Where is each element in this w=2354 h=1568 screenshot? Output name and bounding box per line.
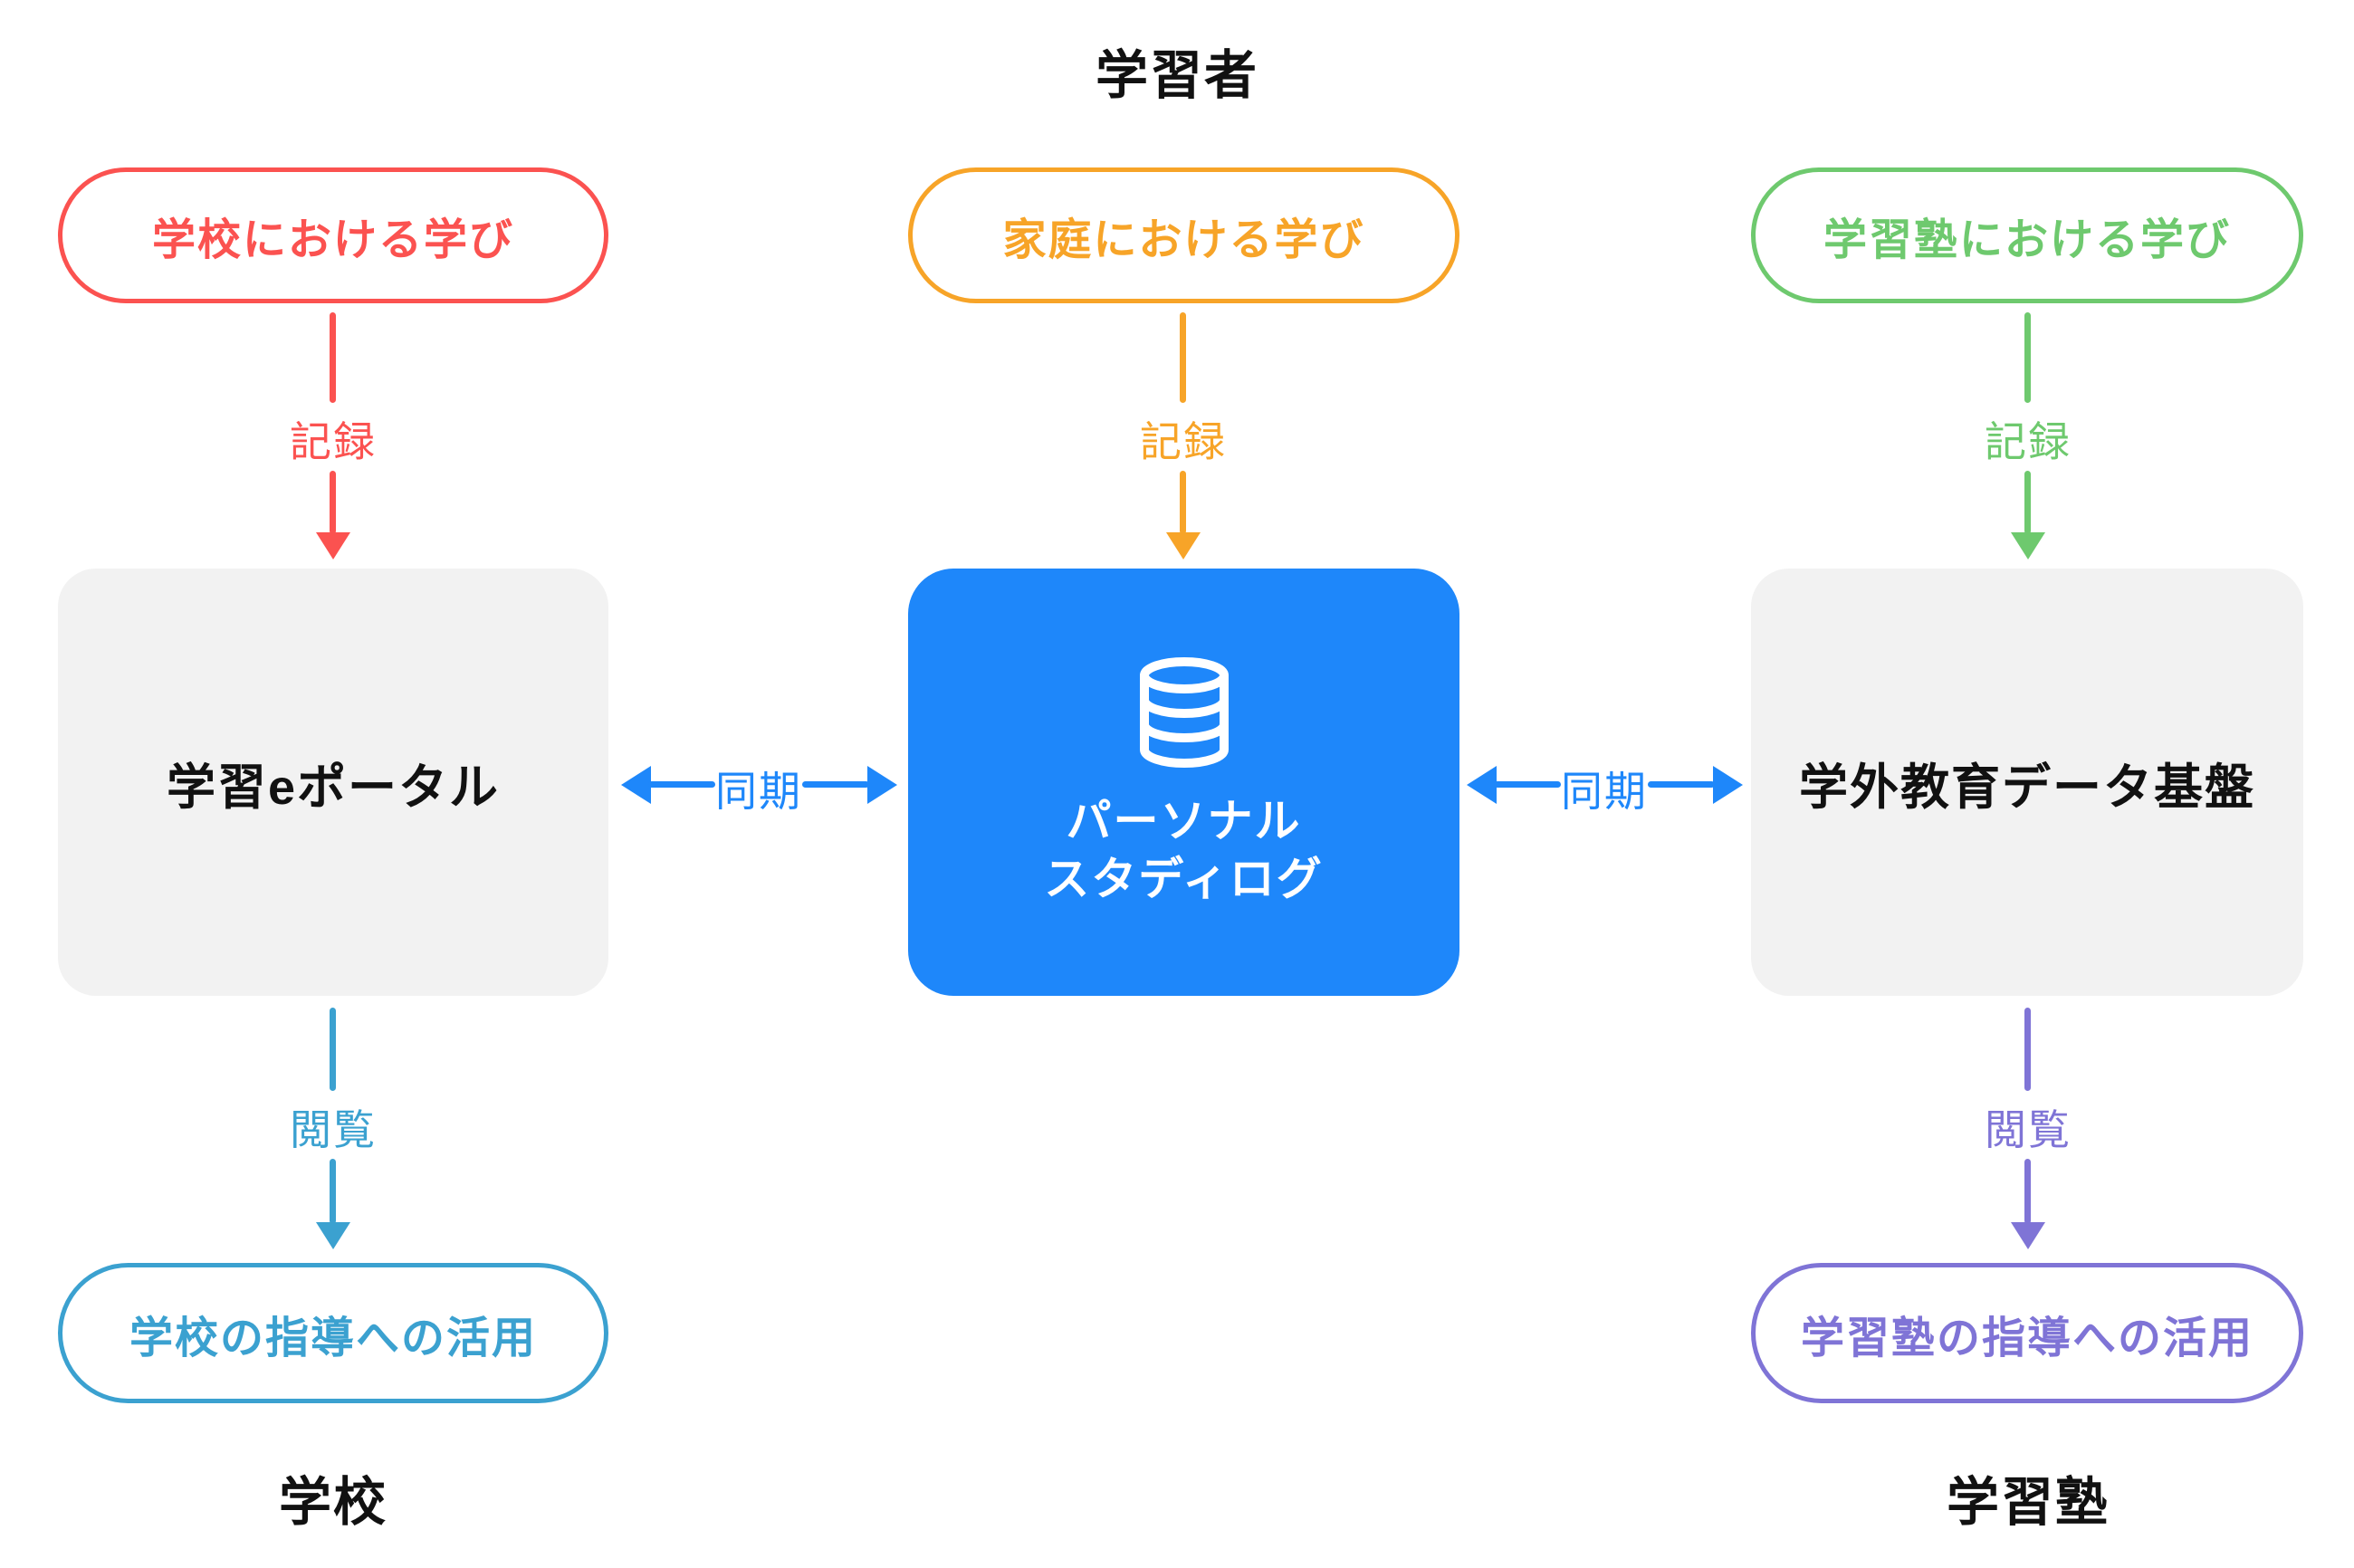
- pill-home-learning-label: 家庭における学び: [1002, 216, 1365, 264]
- record-arrow-home-arrowhead-icon: [1166, 532, 1201, 559]
- sync-right-label: 同期: [1561, 768, 1648, 815]
- record-arrow-juku-line-top: [2024, 312, 2031, 403]
- record-arrow-home-label: 記録: [1140, 418, 1227, 465]
- record-arrow-home-line-top: [1180, 312, 1186, 403]
- sync-left-label: 同期: [715, 768, 802, 815]
- record-arrow-juku-line-bottom: [2024, 471, 2031, 534]
- box-external-edu-platform: 学外教育データ基盤: [1751, 569, 2303, 996]
- record-arrow-juku-label: 記録: [1985, 418, 2072, 465]
- sync-right-line-right: [1648, 781, 1715, 788]
- learner-label: 学習者: [1095, 46, 1258, 105]
- record-arrow-school-arrowhead-icon: [316, 532, 350, 559]
- record-arrow-home-line-bottom: [1180, 471, 1186, 534]
- sync-left-arrowhead-left-icon: [621, 766, 651, 804]
- pill-school-learning: 学校における学び: [58, 167, 608, 303]
- juku-label: 学習塾: [1946, 1473, 2110, 1532]
- box-external-edu-platform-label: 学外教育データ基盤: [1799, 760, 2255, 815]
- sync-right-arrowhead-left-icon: [1467, 766, 1497, 804]
- pill-juku-use-label: 学習塾の指導への活用: [1800, 1314, 2254, 1362]
- record-arrow-juku-arrowhead-icon: [2011, 532, 2045, 559]
- pill-juku-learning: 学習塾における学び: [1751, 167, 2303, 303]
- pill-juku-learning-label: 学習塾における学び: [1823, 216, 2231, 264]
- sync-left-arrowhead-right-icon: [867, 766, 897, 804]
- view-arrow-school-line-top: [330, 1008, 336, 1091]
- record-arrow-school-line-bottom: [330, 471, 336, 534]
- view-arrow-school-line-bottom: [330, 1159, 336, 1224]
- box-personal-study-log-line2: スタディログ: [1044, 854, 1324, 904]
- record-arrow-school-label: 記録: [290, 418, 377, 465]
- pill-home-learning: 家庭における学び: [908, 167, 1459, 303]
- box-learning-eportal: 学習eポータル: [58, 569, 608, 996]
- pill-school-use-label: 学校の指導への活用: [129, 1314, 537, 1362]
- view-arrow-juku-arrowhead-icon: [2011, 1222, 2045, 1249]
- record-arrow-school-line-top: [330, 312, 336, 403]
- pill-juku-use: 学習塾の指導への活用: [1751, 1263, 2303, 1403]
- box-personal-study-log-label: パーソナル スタディログ: [1044, 792, 1324, 908]
- box-personal-study-log: パーソナル スタディログ: [908, 569, 1459, 996]
- sync-left-line-left: [648, 781, 715, 788]
- view-arrow-school-label: 閲覧: [290, 1106, 377, 1153]
- school-label: 学校: [278, 1473, 388, 1532]
- pill-school-learning-label: 学校における学び: [151, 216, 514, 264]
- view-arrow-juku-line-bottom: [2024, 1159, 2031, 1224]
- box-personal-study-log-line1: パーソナル: [1066, 796, 1302, 846]
- view-arrow-juku-line-top: [2024, 1008, 2031, 1091]
- pill-school-use: 学校の指導への活用: [58, 1263, 608, 1403]
- sync-right-arrowhead-right-icon: [1713, 766, 1743, 804]
- sync-right-line-left: [1494, 781, 1561, 788]
- database-icon: [1139, 657, 1229, 769]
- view-arrow-school-arrowhead-icon: [316, 1222, 350, 1249]
- sync-left-line-right: [802, 781, 869, 788]
- view-arrow-juku-label: 閲覧: [1985, 1106, 2072, 1153]
- box-learning-eportal-label: 学習eポータル: [166, 760, 501, 815]
